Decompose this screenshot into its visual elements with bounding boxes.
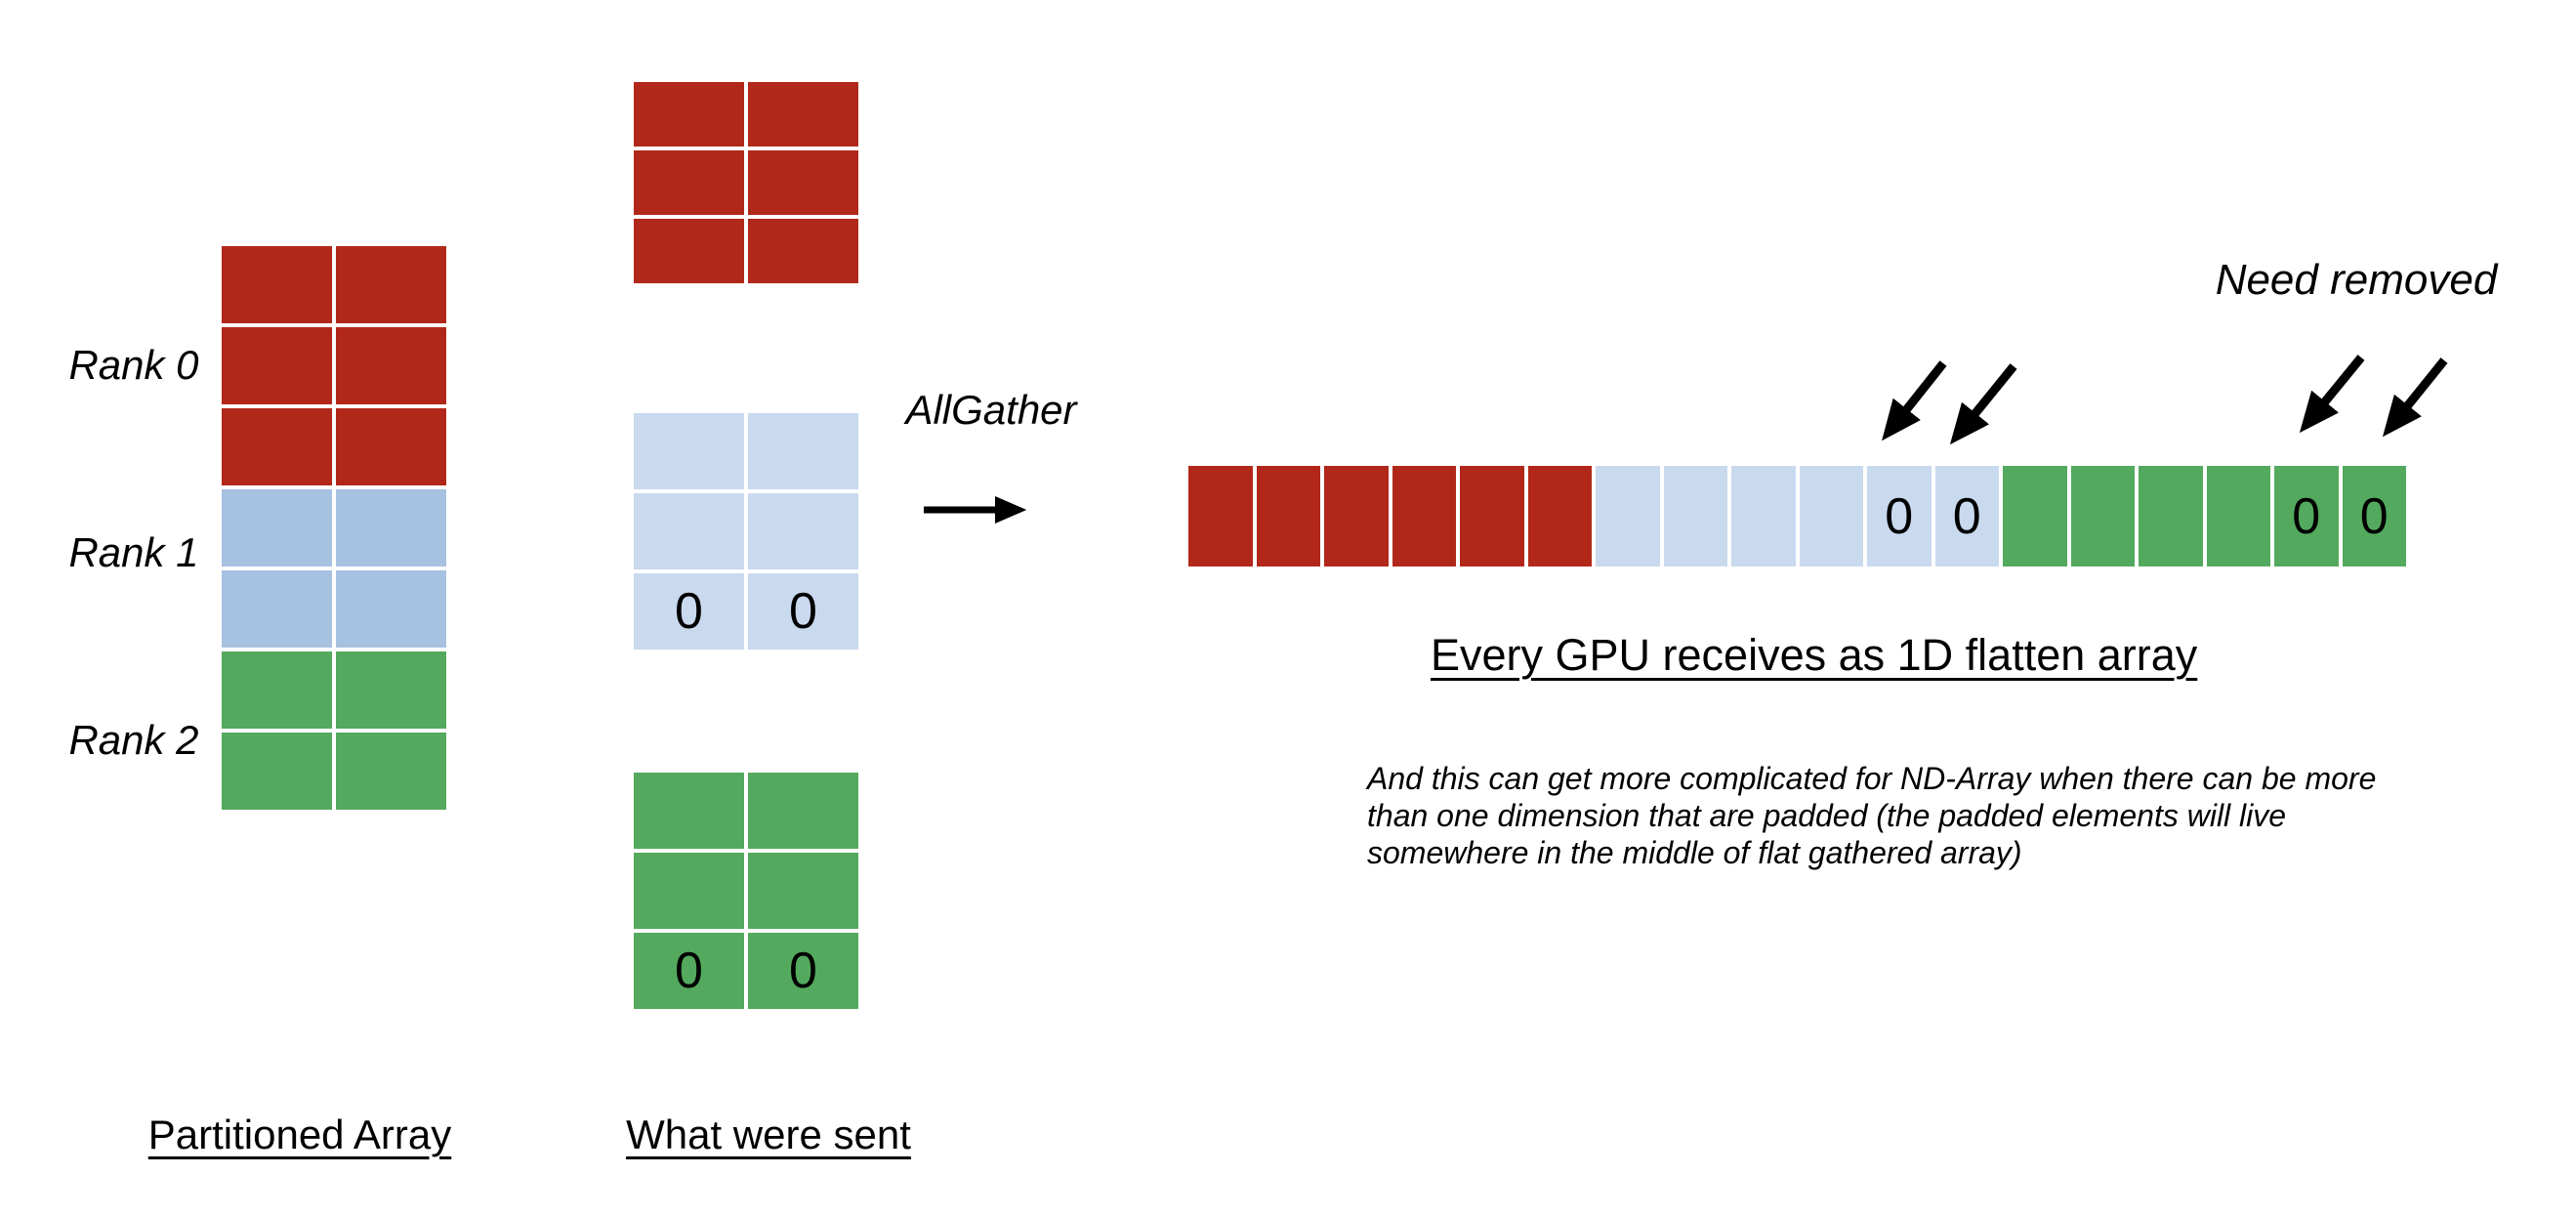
flat-array-cell: 0 [1867, 466, 1932, 567]
flat-array-cell: 0 [2274, 466, 2339, 567]
sent-grid [634, 82, 858, 283]
flat-array-cell [1663, 466, 1727, 567]
partitioned-cell [222, 570, 332, 648]
rank-1-label: Rank 1 [68, 529, 199, 575]
flat-array-cell [1527, 466, 1592, 567]
partitioned-cell [336, 408, 446, 485]
flat-array-cell [1256, 466, 1320, 567]
partitioned-cell [336, 651, 446, 729]
sent-cell [634, 150, 744, 215]
flat-array-cell [2139, 466, 2203, 567]
partitioned-cell [222, 408, 332, 485]
rank-2-label: Rank 2 [68, 717, 199, 763]
flat-array-caption: Every GPU receives as 1D flatten array [1431, 630, 2198, 680]
flat-array-cell [1188, 466, 1253, 567]
partitioned-cell [222, 246, 332, 323]
sent-cell [748, 773, 858, 849]
nd-array-note: And this can get more complicated for ND… [1367, 761, 2377, 870]
partitioned-cell [336, 570, 446, 648]
partitioned-cell [222, 733, 332, 810]
flat-array-cell [1324, 466, 1389, 567]
partitioned-array-label: Partitioned Array [147, 1112, 452, 1157]
flat-array-cell [1596, 466, 1660, 567]
partitioned-cell [336, 327, 446, 404]
flat-array-cell [1799, 466, 1863, 567]
remove-arrow-green-1 [2299, 355, 2365, 434]
flat-array-cell [1460, 466, 1524, 567]
sent-cell [748, 493, 858, 569]
flat-array-cell: 0 [2342, 466, 2406, 567]
sent-cell [634, 82, 744, 147]
sent-cell [748, 413, 858, 489]
sent-cell [748, 150, 858, 215]
need-removed-label: Need removed [2215, 256, 2498, 304]
remove-arrow-blue-1 [1882, 360, 1947, 441]
sent-cell [634, 219, 744, 283]
partitioned-cell [336, 246, 446, 323]
sent-cell [634, 413, 744, 489]
partitioned-grid [222, 246, 446, 810]
flat-array-cell [2070, 466, 2135, 567]
rank-0-label: Rank 0 [68, 342, 199, 388]
sent-cell: 0 [748, 573, 858, 650]
allgather-label: AllGather [905, 387, 1077, 433]
partitioned-cell [336, 733, 446, 810]
sent-cell [634, 493, 744, 569]
partitioned-cell [336, 489, 446, 567]
sent-cell: 0 [634, 573, 744, 650]
partitioned-cell [222, 651, 332, 729]
partitioned-cell [222, 327, 332, 404]
sent-cell [748, 82, 858, 147]
remove-arrow-blue-2 [1949, 363, 2017, 445]
sent-cell: 0 [634, 933, 744, 1009]
sent-cell [748, 219, 858, 283]
sent-cell [634, 773, 744, 849]
sent-cell [748, 853, 858, 929]
sent-cell [634, 853, 744, 929]
flat-array-cell [2003, 466, 2067, 567]
partitioned-cell [222, 489, 332, 567]
flat-array-cell [1392, 466, 1456, 567]
flat-array-cell [1731, 466, 1796, 567]
what-were-sent-label: What were sent [626, 1112, 911, 1157]
sent-cell: 0 [748, 933, 858, 1009]
remove-arrow-green-2 [2382, 357, 2448, 438]
flat-array-cell: 0 [1934, 466, 1999, 567]
flat-array-cell [2206, 466, 2270, 567]
